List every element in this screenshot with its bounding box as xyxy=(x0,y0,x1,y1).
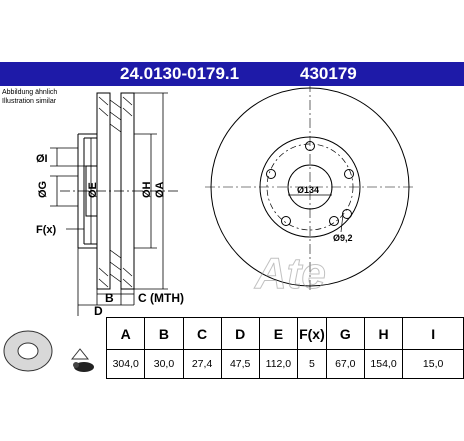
dim-label-G: ØG xyxy=(37,181,49,198)
dim-label-C: C (MTH) xyxy=(138,291,184,305)
header-cell: E xyxy=(258,317,299,350)
spec-table: A B C D E F(x) G H I 304,0 30,0 27,4 47,… xyxy=(105,317,464,379)
value-cell: 154,0 xyxy=(363,349,404,379)
pcd-label: Ø134 xyxy=(297,185,319,195)
value-cell: 15,0 xyxy=(402,349,464,379)
header-cell: A xyxy=(105,317,146,350)
part-number: 24.0130-0179.1 xyxy=(120,64,240,83)
disc-cross-section xyxy=(60,92,178,290)
value-cell: 47,5 xyxy=(220,349,260,379)
dim-label-H: ØH xyxy=(141,181,153,198)
header-cell: C xyxy=(182,317,222,350)
value-cell: 112,0 xyxy=(258,349,299,379)
header-cell: G xyxy=(325,317,365,350)
dim-label-A: ØA xyxy=(154,181,166,198)
header-cell: B xyxy=(144,317,184,350)
header-cell: H xyxy=(363,317,404,350)
spec-table-area: A B C D E F(x) G H I 304,0 30,0 27,4 47,… xyxy=(0,317,464,379)
disc-thumbnail-icon xyxy=(3,330,94,372)
value-cell: 67,0 xyxy=(325,349,365,379)
dim-label-B: B xyxy=(105,291,114,305)
value-cell: 304,0 xyxy=(105,349,146,379)
value-cell: 27,4 xyxy=(182,349,222,379)
ate-logo-watermark: Ate xyxy=(254,249,326,298)
spec-table-header-row: A B C D E F(x) G H I xyxy=(105,317,464,350)
header-cell: D xyxy=(220,317,260,350)
note-line-de: Abbildung ähnlich xyxy=(2,89,58,96)
dim-label-E: ØE xyxy=(87,182,99,198)
note-line-en: Illustration similar xyxy=(2,98,57,105)
disc-front-view xyxy=(205,86,415,292)
header-cell: I xyxy=(402,317,464,350)
dim-label-D: D xyxy=(94,304,103,316)
header-bar: 24.0130-0179.1 430179 xyxy=(0,62,464,86)
spec-table-value-row: 304,0 30,0 27,4 47,5 112,0 5 67,0 154,0 … xyxy=(105,349,464,379)
value-cell: 5 xyxy=(297,349,327,379)
dim-label-F: F(x) xyxy=(36,224,57,236)
technical-drawing: ØI ØG ØE ØH ØA F(x) B C (MTH) D Ø134 Ø9,… xyxy=(36,86,415,316)
hole-diameter-label: Ø9,2 xyxy=(333,233,353,243)
value-cell: 30,0 xyxy=(144,349,184,379)
alt-part-number: 430179 xyxy=(300,64,357,83)
dim-label-I: ØI xyxy=(36,153,48,165)
dimension-lines xyxy=(50,92,168,316)
header-cell: F(x) xyxy=(297,317,327,350)
